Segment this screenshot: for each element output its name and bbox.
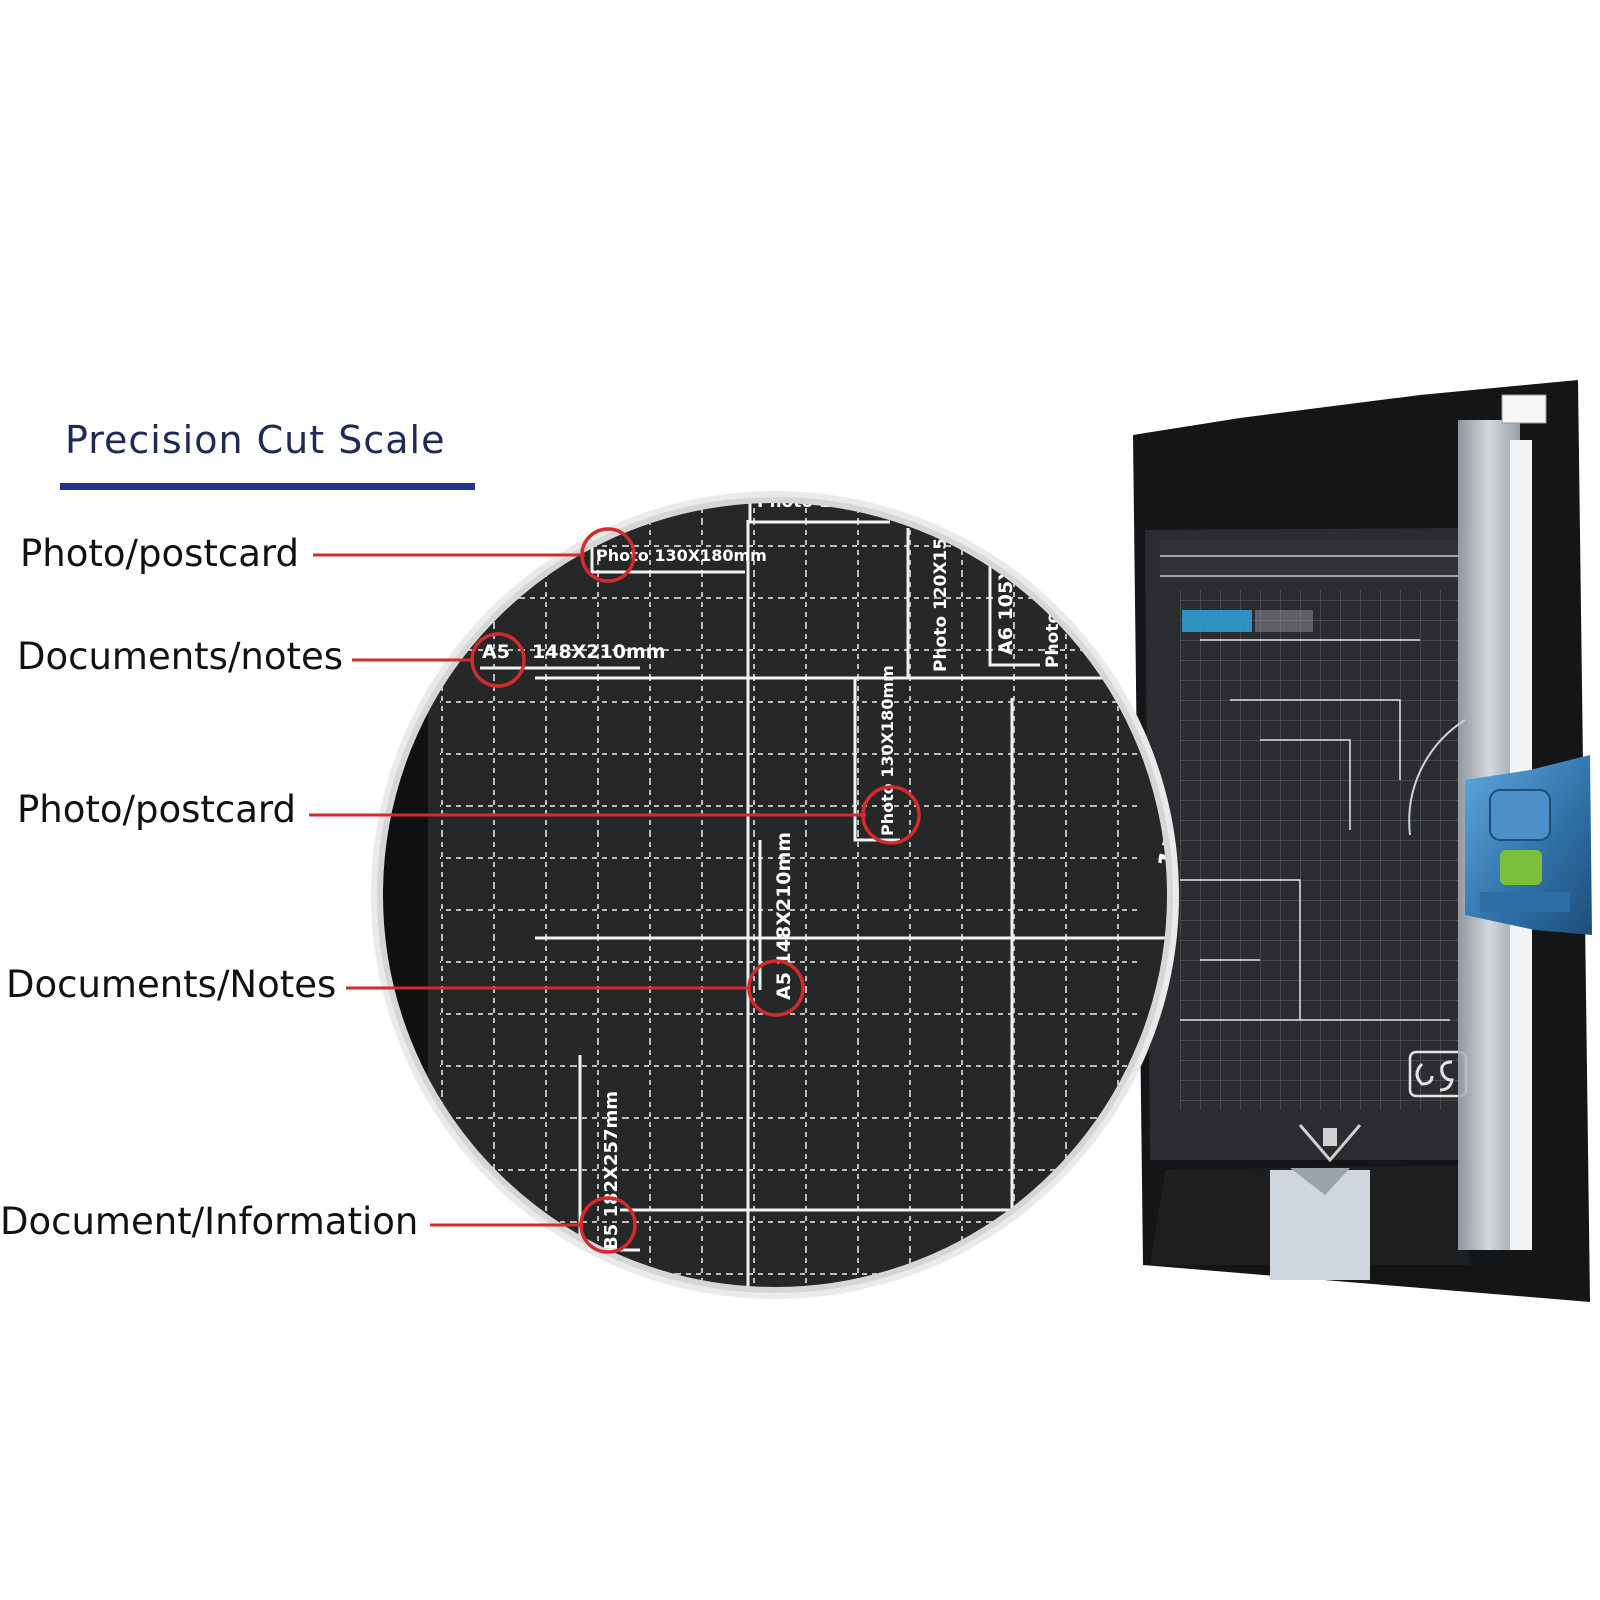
callout-ring-b5 (579, 1196, 637, 1254)
callout-label-document-information: Document/Information (0, 1200, 419, 1243)
callout-lines (309, 553, 866, 1227)
label-a5-size: 148X210mm (532, 641, 666, 663)
size-guide-lines (480, 500, 1170, 1290)
trimmer-size-guides (1180, 639, 1450, 1021)
callout-label-documents-notes-2: Documents/Notes (6, 963, 337, 1006)
angle-arc (1408, 719, 1466, 836)
label-photo-vertical: Photo 120X150mm (931, 491, 951, 672)
callout-label-photo-postcard-1: Photo/postcard (20, 532, 299, 575)
label-a5-tag: A5 (482, 641, 510, 663)
page-title: Precision Cut Scale (65, 418, 446, 462)
brand-blur-blue (1182, 610, 1252, 632)
callout-ring-photo-mid (861, 785, 921, 845)
brand-blur-grey (1255, 610, 1313, 632)
callout-label-photo-postcard-2: Photo/postcard (17, 788, 296, 831)
callout-label-documents-notes-1: Documents/notes (17, 635, 344, 678)
title-underline (60, 483, 475, 490)
label-b5-vertical: B5 182X257mm (601, 1091, 622, 1250)
arrow-down-icon (1298, 1124, 1362, 1163)
label-a5-vertical: A5 148X210mm (773, 832, 795, 1000)
callout-ring-a5-vertical (747, 959, 805, 1017)
paper-trimmer (1133, 380, 1592, 1302)
cutting-head (1465, 755, 1592, 935)
trimmer-ruler (1160, 540, 1460, 582)
callout-rings (470, 527, 921, 1254)
callout-ring-photo-top (580, 527, 636, 583)
label-photo-130-vertical: Photo 130X180mm (878, 665, 897, 836)
label-photo-130: Photo 130X180mm (596, 546, 767, 565)
callout-ring-a5 (470, 632, 526, 688)
